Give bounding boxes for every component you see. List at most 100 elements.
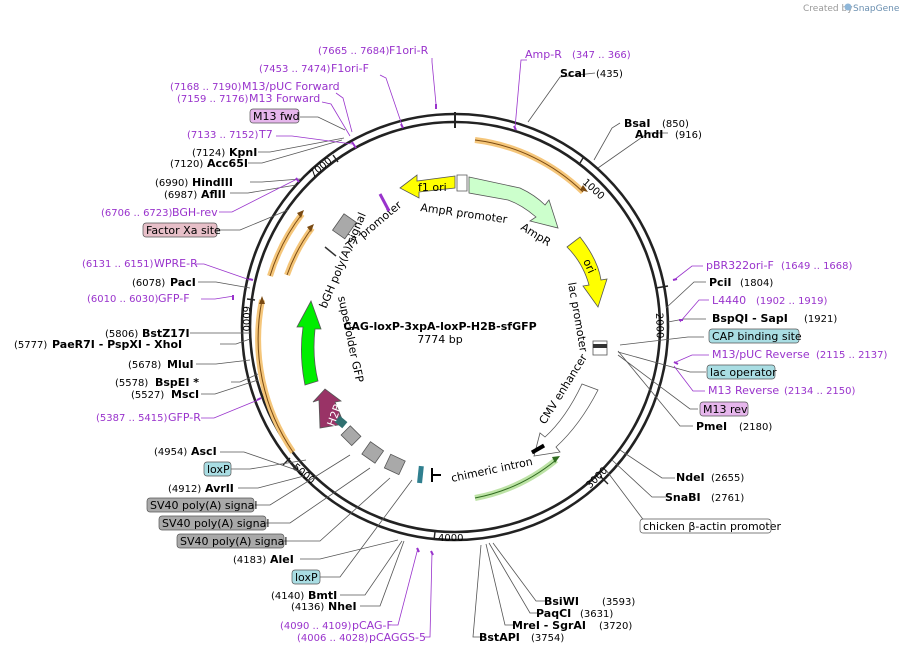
svg-text:pCAGGS-5: pCAGGS-5 bbox=[369, 631, 426, 644]
svg-text:pCAG-F: pCAG-F bbox=[352, 619, 393, 632]
svg-text:GFP-F: GFP-F bbox=[158, 292, 190, 305]
svg-text:MreI - SgrAI: MreI - SgrAI bbox=[512, 619, 586, 632]
tick-marks bbox=[246, 112, 669, 541]
site-leaders bbox=[190, 72, 706, 638]
feature-boxes: M13 fwd Factor Xa site CAP binding site … bbox=[142, 108, 802, 585]
svg-text:CAP binding site: CAP binding site bbox=[712, 330, 802, 343]
svg-text:(2115 .. 2137): (2115 .. 2137) bbox=[816, 350, 888, 361]
svg-text:(3720): (3720) bbox=[599, 621, 632, 632]
svg-text:(3593): (3593) bbox=[602, 597, 635, 608]
restriction-site-labels: ScaI (435) BsaI (850) AhdI (916) PciI (1… bbox=[14, 67, 837, 644]
svg-text:(7133 .. 7152): (7133 .. 7152) bbox=[187, 130, 259, 141]
svg-text:(1902 .. 1919): (1902 .. 1919) bbox=[756, 296, 828, 307]
svg-text:(3631): (3631) bbox=[580, 609, 613, 620]
svg-text:KpnI: KpnI bbox=[229, 146, 257, 159]
primer-labels: Amp-R (347 .. 366) F1ori-R (7665 .. 7684… bbox=[82, 44, 888, 644]
svg-text:(5806): (5806) bbox=[105, 329, 138, 340]
cap-binding-block bbox=[593, 344, 607, 348]
svg-text:MluI: MluI bbox=[167, 358, 194, 371]
orf-arcs bbox=[255, 137, 588, 501]
svg-text:SnaBI: SnaBI bbox=[665, 491, 701, 504]
svg-text:AscI: AscI bbox=[191, 445, 217, 458]
svg-text:loxP: loxP bbox=[207, 463, 230, 476]
svg-text:(7159 .. 7176): (7159 .. 7176) bbox=[177, 94, 249, 105]
ori-arrow bbox=[566, 236, 608, 308]
tick-label-4000: 4000 bbox=[438, 533, 463, 544]
svg-text:BGH-rev: BGH-rev bbox=[172, 206, 218, 219]
svg-text:BsaI: BsaI bbox=[624, 117, 650, 130]
svg-text:(2180): (2180) bbox=[739, 422, 772, 433]
svg-text:(4912): (4912) bbox=[168, 484, 201, 495]
svg-text:(7665 .. 7684): (7665 .. 7684) bbox=[318, 46, 390, 57]
svg-text:(7168 .. 7190): (7168 .. 7190) bbox=[170, 82, 242, 93]
svg-text:(6706 .. 6723): (6706 .. 6723) bbox=[101, 208, 173, 219]
svg-text:chicken β-actin promoter: chicken β-actin promoter bbox=[643, 520, 781, 533]
svg-text:(5678): (5678) bbox=[128, 360, 161, 371]
svg-text:(5777): (5777) bbox=[14, 340, 47, 351]
svg-text:(4136): (4136) bbox=[291, 602, 324, 613]
ori-label: ori bbox=[580, 257, 598, 275]
primer-leaders bbox=[196, 58, 709, 638]
svg-text:(3754): (3754) bbox=[531, 633, 564, 644]
svg-text:(5578): (5578) bbox=[115, 378, 148, 389]
svg-text:BsiWI: BsiWI bbox=[544, 595, 579, 608]
primer-marks bbox=[232, 104, 683, 556]
sfgfp-arrow bbox=[296, 300, 322, 386]
svg-text:(1921): (1921) bbox=[804, 314, 837, 325]
svg-text:WPRE-R: WPRE-R bbox=[154, 257, 198, 270]
svg-text:(6990): (6990) bbox=[155, 178, 188, 189]
svg-text:Factor Xa site: Factor Xa site bbox=[146, 224, 221, 237]
svg-text:Amp-R: Amp-R bbox=[525, 48, 562, 61]
svg-text:(5527): (5527) bbox=[131, 390, 164, 401]
svg-text:(4006 .. 4028): (4006 .. 4028) bbox=[297, 633, 369, 644]
tick-label-2000: 2000 bbox=[653, 313, 665, 339]
credit-brand: SnapGene bbox=[853, 4, 900, 14]
svg-text:(6078): (6078) bbox=[132, 278, 165, 289]
plasmid-name: CAG-loxP-3xpA-loxP-H2B-sfGFP bbox=[343, 320, 536, 333]
svg-text:(4140): (4140) bbox=[271, 591, 304, 602]
svg-text:NheI: NheI bbox=[328, 600, 357, 613]
svg-text:PacI: PacI bbox=[170, 276, 196, 289]
plasmid-length: 7774 bp bbox=[417, 333, 462, 346]
credit-prefix: Created by bbox=[803, 4, 853, 14]
svg-text:BstZ17I: BstZ17I bbox=[142, 327, 190, 340]
svg-text:MscI: MscI bbox=[171, 388, 199, 401]
svg-text:(6131 .. 6151): (6131 .. 6151) bbox=[82, 259, 154, 270]
lac-promoter-label: lac promoter bbox=[565, 281, 590, 353]
svg-text:Acc65I: Acc65I bbox=[207, 157, 248, 170]
site-scai: ScaI bbox=[560, 67, 586, 80]
svg-text:(1649 .. 1668): (1649 .. 1668) bbox=[781, 261, 853, 272]
svg-text:M13 fwd: M13 fwd bbox=[253, 110, 300, 123]
svg-text:M13/pUC Forward: M13/pUC Forward bbox=[242, 80, 340, 93]
svg-text:(6010 .. 6030): (6010 .. 6030) bbox=[87, 294, 159, 305]
svg-text:(916): (916) bbox=[675, 130, 702, 141]
svg-text:BstAPI: BstAPI bbox=[479, 631, 520, 644]
svg-text:(2134 .. 2150): (2134 .. 2150) bbox=[784, 386, 856, 397]
svg-text:loxP: loxP bbox=[295, 571, 318, 584]
svg-text:SV40 poly(A) signal: SV40 poly(A) signal bbox=[180, 535, 287, 548]
svg-text:(4090 .. 4109): (4090 .. 4109) bbox=[280, 621, 352, 632]
svg-text:BmtI: BmtI bbox=[308, 589, 337, 602]
svg-text:F1ori-R: F1ori-R bbox=[389, 44, 429, 57]
svg-text:(5387 .. 5415): (5387 .. 5415) bbox=[96, 413, 168, 424]
svg-text:AvrII: AvrII bbox=[205, 482, 234, 495]
svg-text:L4440: L4440 bbox=[712, 294, 746, 307]
svg-text:M13 Reverse: M13 Reverse bbox=[708, 384, 779, 397]
ampr-promoter-box bbox=[456, 174, 468, 192]
svg-text:(7124): (7124) bbox=[192, 148, 225, 159]
svg-text:F1ori-F: F1ori-F bbox=[331, 62, 369, 75]
f1-ori-arrow bbox=[399, 174, 456, 199]
svg-text:AhdI: AhdI bbox=[635, 128, 663, 141]
f1-ori-label: f1 ori bbox=[418, 181, 447, 194]
svg-text:GFP-R: GFP-R bbox=[168, 411, 201, 424]
svg-text:(435): (435) bbox=[596, 69, 623, 80]
svg-text:(2655): (2655) bbox=[711, 473, 744, 484]
svg-text:(7120): (7120) bbox=[170, 159, 203, 170]
svg-text:PmeI: PmeI bbox=[696, 420, 727, 433]
svg-text:SV40 poly(A) signal: SV40 poly(A) signal bbox=[150, 499, 257, 512]
svg-text:lac operator: lac operator bbox=[710, 366, 777, 379]
svg-text:BspEI *: BspEI * bbox=[155, 376, 199, 389]
svg-text:HindIII: HindIII bbox=[192, 176, 233, 189]
svg-text:M13/pUC Reverse: M13/pUC Reverse bbox=[712, 348, 810, 361]
